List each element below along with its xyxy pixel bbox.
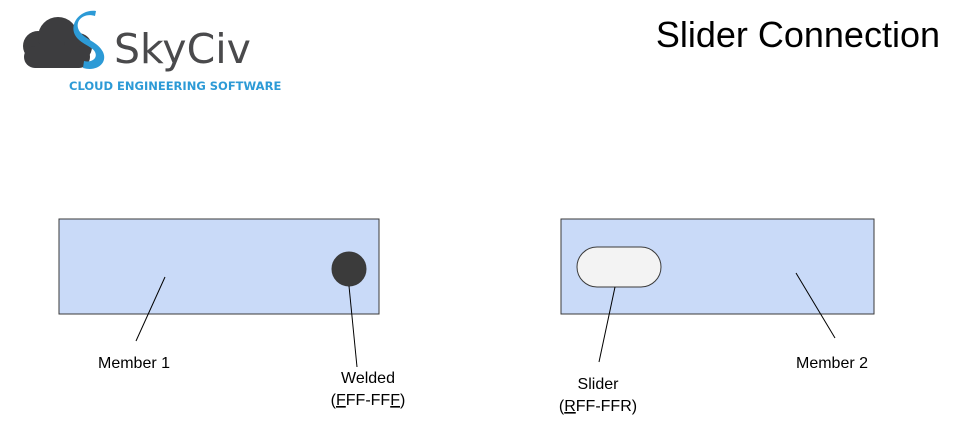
slider-label: Slider xyxy=(578,376,620,393)
member-2-leader-line xyxy=(795,272,836,339)
page-title: Slider Connection xyxy=(656,14,940,55)
logo-wordmark: SkyCiv xyxy=(114,25,251,73)
welded-connection-icon xyxy=(331,251,367,287)
member-2-rect xyxy=(560,218,875,315)
cloud-icon xyxy=(23,10,105,69)
member-1-assembly: Member 1 Welded (FFF-FFF) xyxy=(58,218,406,409)
welded-leader-line xyxy=(348,285,358,368)
member-2-assembly: Slider (RFF-FFR) Member 2 xyxy=(559,218,875,415)
member-1-rect xyxy=(58,218,380,315)
slider-connection-icon xyxy=(576,246,662,288)
welded-release-code: (FFF-FFF) xyxy=(331,392,406,409)
welded-label: Welded xyxy=(341,370,395,387)
member-1-leader-line xyxy=(135,276,166,342)
slider-leader-line xyxy=(598,286,616,363)
skyciv-logo: SkyCiv CLOUD ENGINEERING SOFTWARE xyxy=(23,10,281,93)
member-2-label: Member 2 xyxy=(796,355,868,372)
slider-release-code: (RFF-FFR) xyxy=(559,398,637,415)
member-1-label: Member 1 xyxy=(98,355,170,372)
logo-tagline: CLOUD ENGINEERING SOFTWARE xyxy=(69,79,281,93)
